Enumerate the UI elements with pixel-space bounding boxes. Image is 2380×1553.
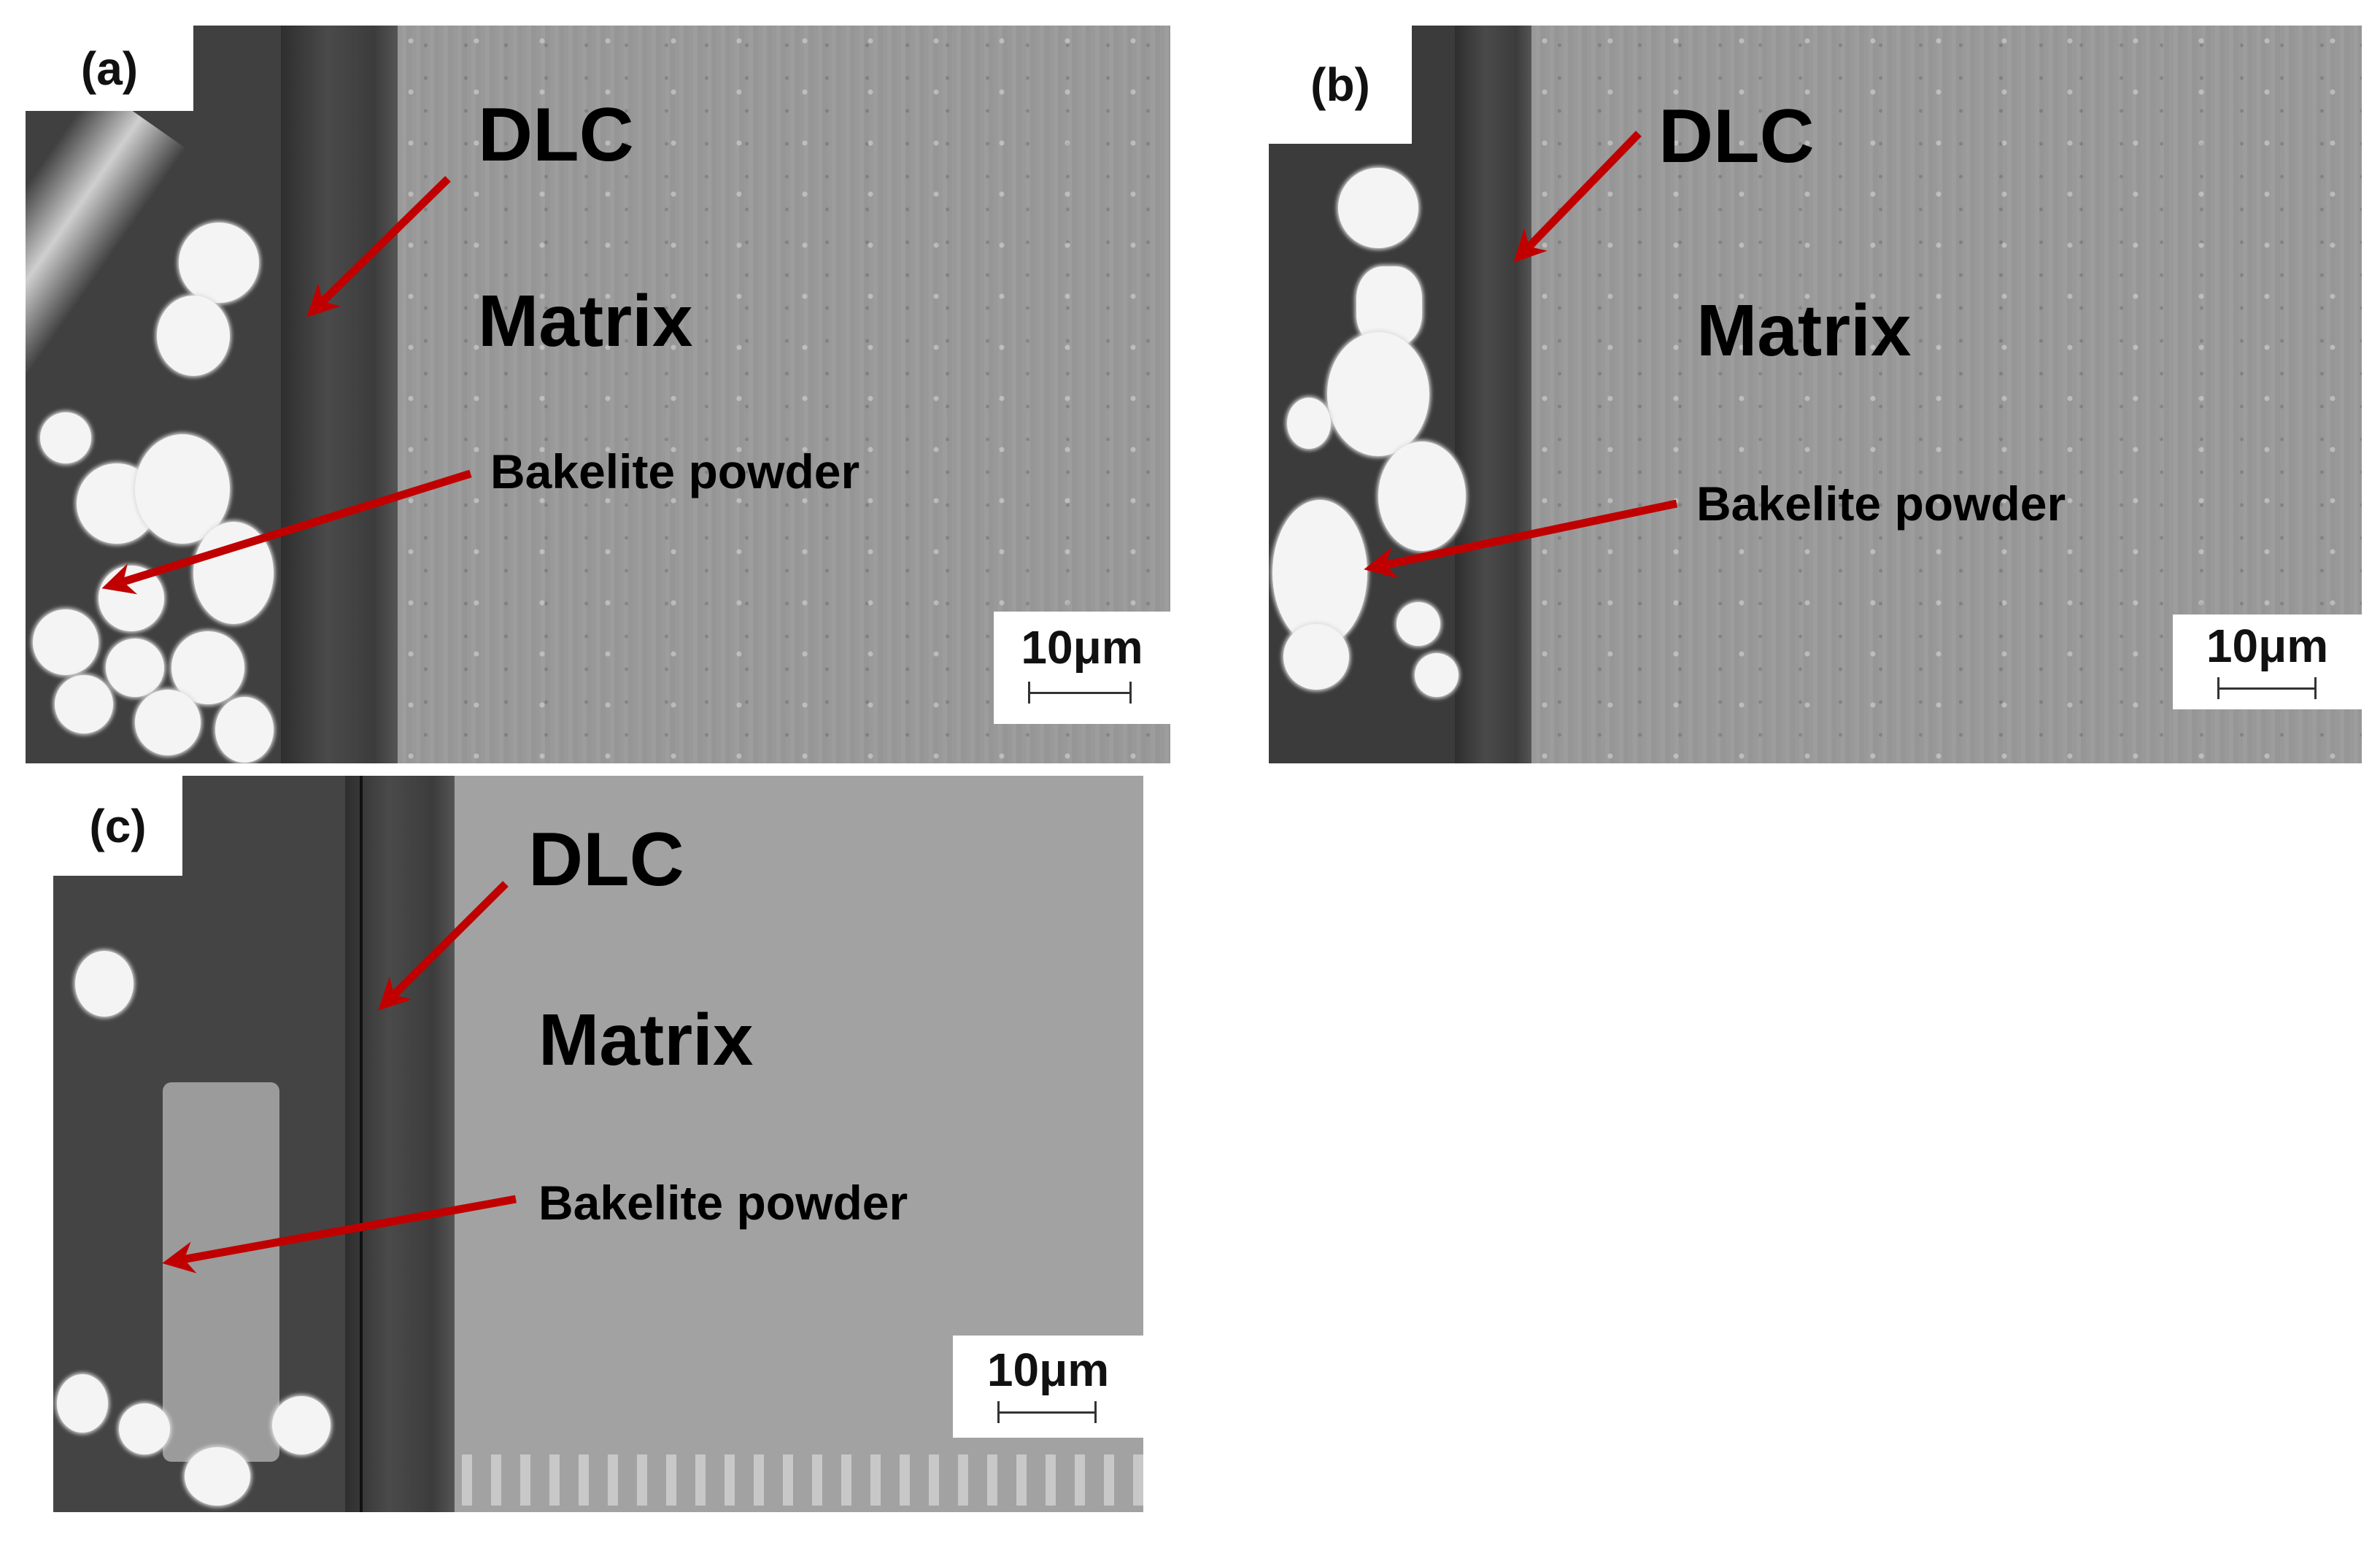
bakelite-particle [215, 697, 274, 763]
bakelite-particle [179, 223, 259, 303]
bakelite-particle [185, 1447, 250, 1506]
bakelite-particle [57, 1374, 108, 1433]
bakelite-particle [1327, 332, 1429, 456]
bakelite-particle [40, 412, 91, 463]
scale-bar-tick [2217, 677, 2219, 699]
scale-bar-tick [997, 1401, 1000, 1423]
bakelite-particle [1287, 398, 1331, 449]
bakelite-particle [1396, 602, 1440, 646]
bakelite-particle [119, 1403, 170, 1454]
bakelite-particle [1415, 653, 1458, 697]
panel-label: (a) [80, 42, 139, 95]
dlc-annotation: DLC [478, 93, 634, 177]
scale-bar-label: 10μm [2206, 620, 2329, 672]
scale-bar-tick [1129, 682, 1132, 704]
bakelite-particle [98, 566, 164, 631]
panel-a: (a) DLC Matrix Bakelite powder 10μm [26, 26, 1170, 763]
bakelite-particle [193, 522, 274, 624]
scale-bar-line [998, 1411, 1096, 1414]
bakelite-annotation: Bakelite powder [538, 1176, 908, 1230]
scale-bar-label: 10μm [986, 1344, 1110, 1396]
dlc-annotation: DLC [528, 817, 684, 902]
bakelite-particle [157, 296, 230, 376]
scale-bar: 10μm [994, 612, 1170, 724]
dlc-layer [1455, 26, 1531, 763]
panel-label-box: (c) [53, 776, 182, 876]
crack [360, 776, 363, 1512]
bakelite-particle [1272, 500, 1367, 646]
bakelite-particle [135, 690, 201, 755]
bakelite-annotation: Bakelite powder [490, 444, 860, 498]
bakelite-particle [1283, 624, 1349, 690]
bakelite-particle [171, 631, 244, 704]
bakelite-particle [106, 639, 164, 697]
bakelite-annotation: Bakelite powder [1696, 477, 2066, 531]
panel-c: (c) DLC Matrix Bakelite powder 10μm [53, 776, 1143, 1512]
scale-bar-tick [1028, 682, 1030, 704]
panel-b: (b) DLC Matrix Bakelite powder 10μm [1269, 26, 2362, 763]
scale-bar: 10μm [2173, 614, 2362, 709]
bakelite-particle [33, 609, 98, 675]
dlc-layer [281, 26, 398, 763]
bakelite-particle [1378, 442, 1466, 551]
bakelite-particle [75, 951, 134, 1017]
matrix-annotation: Matrix [1696, 290, 1912, 371]
panel-label-box: (b) [1269, 26, 1412, 144]
scale-bar-tick [1094, 1401, 1097, 1423]
bakelite-particle [163, 1082, 279, 1462]
scale-bar-label: 10μm [1021, 621, 1143, 674]
panel-label-box: (a) [26, 26, 193, 111]
dlc-annotation: DLC [1658, 94, 1815, 179]
matrix-annotation: Matrix [478, 280, 693, 362]
bakelite-particle [55, 675, 113, 733]
bakelite-particle [1338, 168, 1418, 248]
scale-bar-line [2218, 687, 2316, 690]
bakelite-particle [272, 1396, 331, 1454]
bright-particle-band [462, 1454, 1143, 1506]
scale-bar-tick [2314, 677, 2317, 699]
panel-label: (c) [89, 799, 147, 852]
scale-bar-line [1029, 692, 1131, 694]
panel-label: (b) [1310, 58, 1370, 111]
matrix-annotation: Matrix [538, 999, 754, 1081]
scale-bar: 10μm [953, 1336, 1143, 1438]
